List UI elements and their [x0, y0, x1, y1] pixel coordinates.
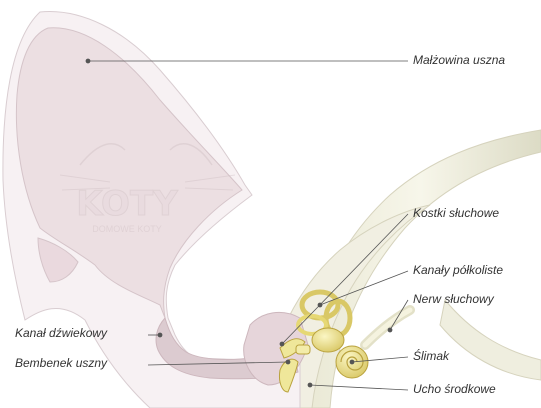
watermark-subtitle: DOMOWE KOTY [92, 224, 162, 234]
label-ear-canal: Kanał dźwiekowy [15, 326, 107, 340]
label-semicircular-canals: Kanały półkoliste [413, 263, 503, 277]
watermark-brand: KOTY [76, 184, 178, 224]
label-cochlea: Ślimak [413, 349, 449, 363]
label-auditory-nerve: Nerw słuchowy [413, 292, 494, 306]
label-eardrum: Bembenek uszny [15, 356, 107, 370]
label-middle-ear: Ucho środkowe [413, 382, 496, 396]
label-pinna: Małżowina uszna [413, 53, 505, 67]
label-ossicles: Kostki słuchowe [413, 206, 499, 220]
